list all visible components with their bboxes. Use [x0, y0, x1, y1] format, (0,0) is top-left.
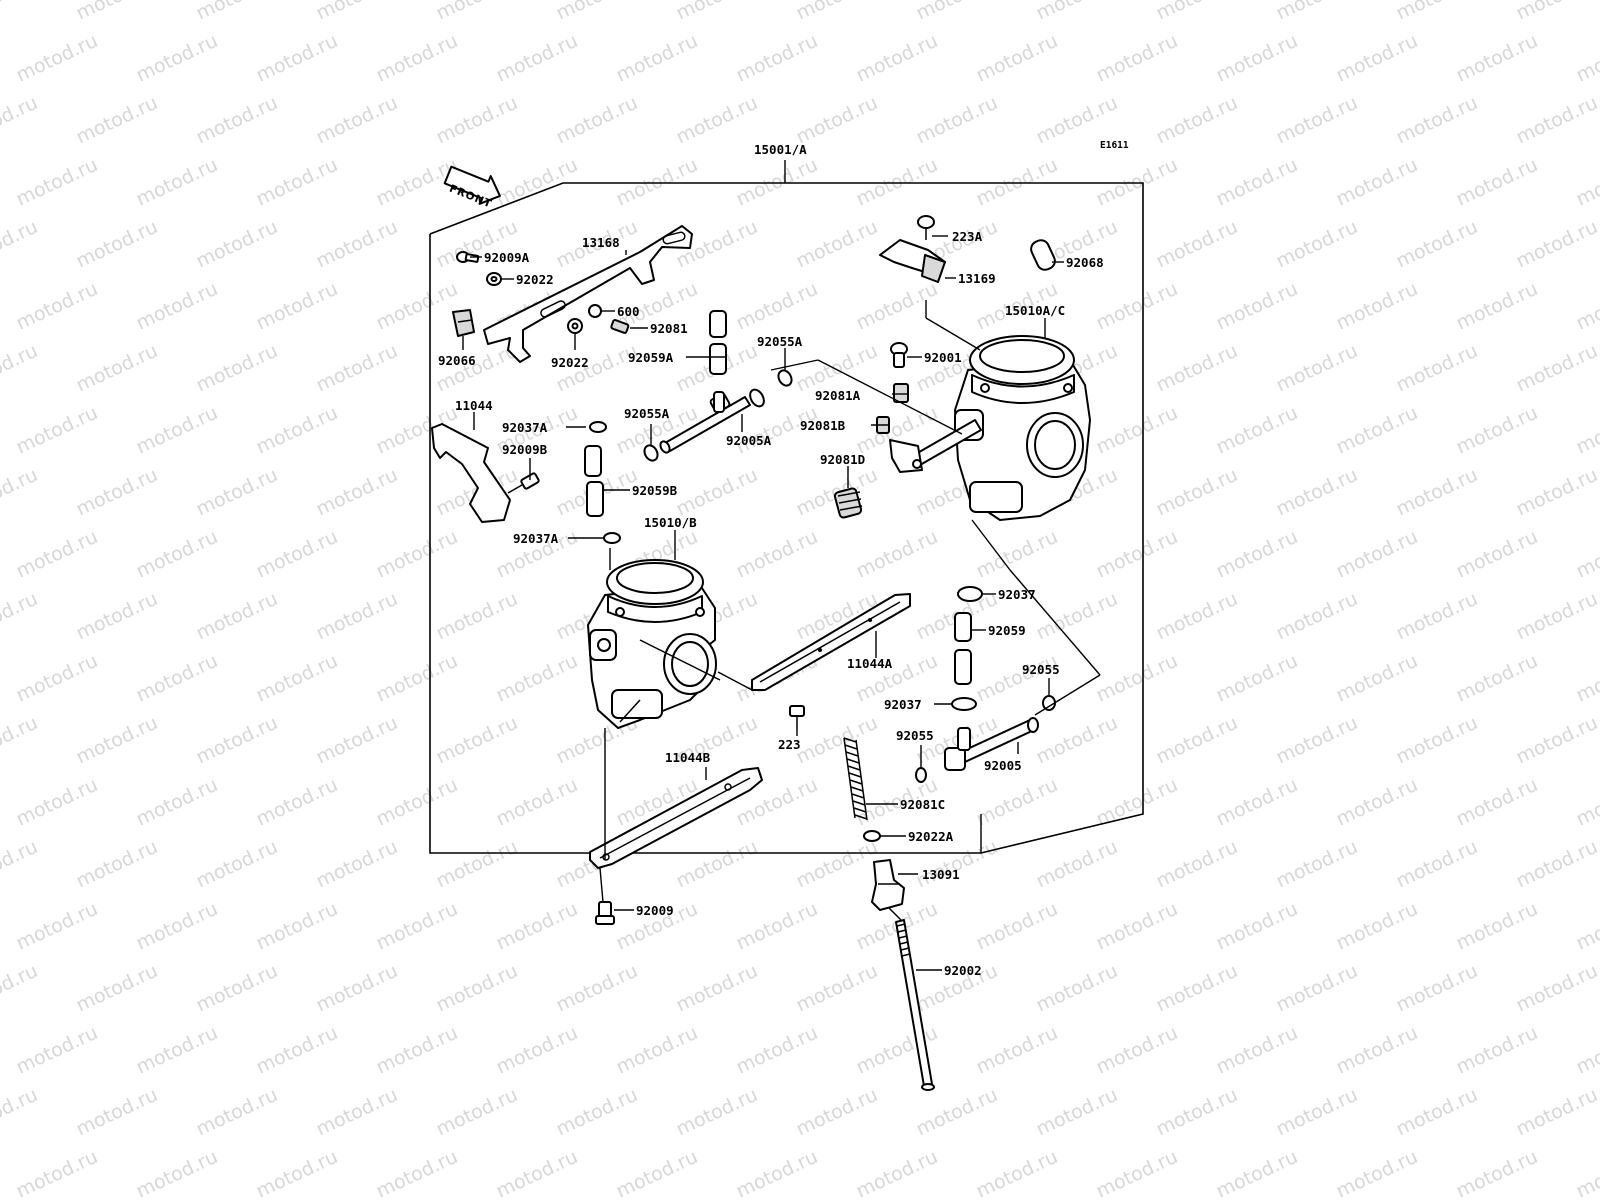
clip-92037-top — [957, 586, 983, 602]
clip-92037A-low — [603, 532, 621, 544]
adjuster-13091 — [871, 859, 905, 911]
leader-lines — [462, 235, 1101, 971]
cap-92068 — [1030, 239, 1056, 271]
spring-92081A — [893, 383, 909, 403]
screw-223 — [789, 705, 805, 730]
plate-11044A — [751, 593, 911, 691]
carburetor-15010B — [587, 559, 721, 729]
part-label-92055-low[interactable]: 92055 — [896, 728, 934, 743]
diagram-reference-code: E1611 — [1100, 140, 1129, 151]
part-label-11044[interactable]: 11044 — [455, 398, 493, 413]
part-label-92055A-top[interactable]: 92055A — [757, 334, 803, 349]
spring-92081 — [610, 319, 630, 334]
carburetor-15010AC — [954, 335, 1091, 521]
clip-92037-low — [951, 697, 977, 711]
part-label-600[interactable]: 600 — [617, 304, 640, 319]
part-label-92059A[interactable]: 92059A — [628, 350, 674, 365]
part-label-92022-b[interactable]: 92022 — [551, 355, 589, 370]
part-label-15010AC[interactable]: 15010A/C — [1005, 303, 1065, 318]
part-label-92037-low[interactable]: 92037 — [884, 697, 922, 712]
part-label-92081D[interactable]: 92081D — [820, 452, 865, 467]
tube-92059 — [954, 612, 972, 685]
plate-11044B — [589, 767, 763, 869]
part-label-92009[interactable]: 92009 — [636, 903, 674, 918]
washer-92022A — [863, 830, 881, 842]
part-label-92037[interactable]: 92037 — [998, 587, 1036, 602]
fuel-joint-92005A — [659, 388, 765, 454]
part-label-92037A-low[interactable]: 92037A — [513, 531, 559, 546]
part-label-13091[interactable]: 13091 — [922, 867, 960, 882]
fuel-joint-92005 — [944, 717, 1039, 771]
part-label-92009A[interactable]: 92009A — [484, 250, 530, 265]
ball-600 — [588, 304, 602, 318]
o-ring-92055-low — [915, 767, 927, 783]
tube-92059A — [709, 310, 727, 375]
spring-92081D — [833, 487, 863, 519]
part-label-92059[interactable]: 92059 — [988, 623, 1026, 638]
part-label-223A[interactable]: 223A — [952, 229, 983, 244]
part-label-92081[interactable]: 92081 — [650, 321, 688, 336]
part-label-92005[interactable]: 92005 — [984, 758, 1022, 773]
part-label-15001A[interactable]: 15001/A — [754, 142, 807, 157]
cable-92002 — [895, 919, 935, 1091]
bracket-11044 — [431, 423, 511, 523]
tube-92059B — [584, 445, 604, 517]
part-label-92009B[interactable]: 92009B — [502, 442, 548, 457]
screw-92009A — [456, 251, 480, 263]
part-label-92066[interactable]: 92066 — [438, 353, 476, 368]
part-label-92001[interactable]: 92001 — [924, 350, 962, 365]
part-label-92022A[interactable]: 92022A — [908, 829, 954, 844]
assembly-frame — [429, 160, 1144, 854]
part-label-223[interactable]: 223 — [778, 737, 801, 752]
part-label-11044A[interactable]: 11044A — [847, 656, 893, 671]
part-label-92022-a[interactable]: 92022 — [516, 272, 554, 287]
front-arrow-icon — [443, 165, 501, 205]
part-label-13168[interactable]: 13168 — [582, 235, 620, 250]
part-label-11044B[interactable]: 11044B — [665, 750, 711, 765]
lever-13169 — [879, 239, 946, 283]
screw-92009B — [507, 472, 540, 494]
part-label-92081C[interactable]: 92081C — [900, 797, 945, 812]
part-label-92068[interactable]: 92068 — [1066, 255, 1104, 270]
clip-92066 — [452, 309, 475, 337]
part-label-15010B[interactable]: 15010/B — [644, 515, 697, 530]
screw-92009 — [595, 901, 615, 925]
screw-92001 — [890, 342, 908, 368]
clip-92037A-top — [589, 421, 607, 433]
washer-92022-a — [486, 272, 502, 286]
bracket-13168 — [483, 225, 693, 363]
part-label-13169[interactable]: 13169 — [958, 271, 996, 286]
part-label-92059B[interactable]: 92059B — [632, 483, 678, 498]
throttle-shaft — [889, 419, 982, 473]
part-label-92002[interactable]: 92002 — [944, 963, 982, 978]
washer-92022-b — [567, 318, 583, 334]
part-label-92081A[interactable]: 92081A — [815, 388, 861, 403]
part-label-92055A-mid[interactable]: 92055A — [624, 406, 670, 421]
screw-223A — [917, 215, 935, 240]
part-label-92037A-top[interactable]: 92037A — [502, 420, 548, 435]
part-label-92081B[interactable]: 92081B — [800, 418, 846, 433]
part-label-92055-right[interactable]: 92055 — [1022, 662, 1060, 677]
o-ring-92055A-top — [777, 369, 793, 387]
part-label-92005A[interactable]: 92005A — [726, 433, 772, 448]
spring-92081C — [843, 737, 868, 821]
part-labels: 92009A 13168 92022 600 92081 92066 92022… — [438, 229, 1104, 978]
o-ring-92055A-mid — [643, 444, 659, 462]
